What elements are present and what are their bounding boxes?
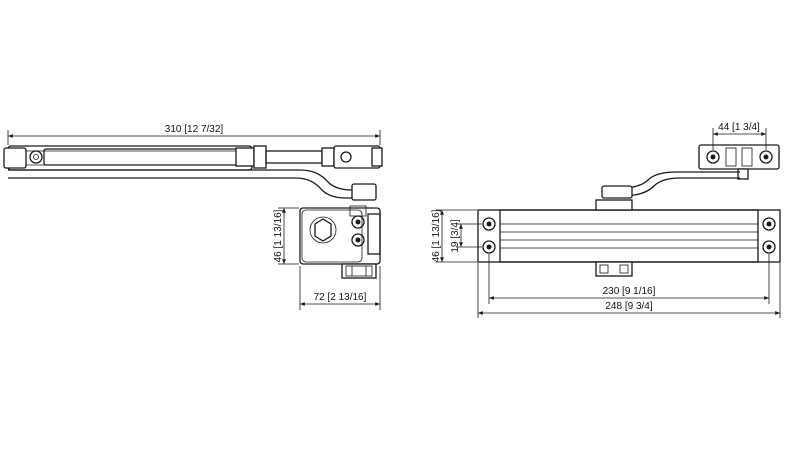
overall-length-label: 248 [9 3/4] — [605, 301, 652, 312]
dimension-bracket-holes: 44 [1 3/4] — [712, 122, 767, 150]
dimension-body-length: 230 [9 1/16] — [488, 254, 770, 304]
dimension-side-height: 46 [1 13/16] — [273, 207, 299, 265]
arm-joint — [321, 147, 335, 167]
arm-shaft-connector — [351, 183, 377, 201]
left-screw-bottom — [482, 240, 496, 254]
hole-spacing-label: 19 [3/4] — [450, 219, 461, 253]
arm-sleeve — [235, 147, 255, 167]
arm-pivot-screw — [29, 150, 43, 164]
front-height-label: 46 [1 13/16] — [431, 209, 442, 262]
front-elevation-view — [477, 144, 781, 277]
valve-block — [341, 263, 377, 279]
front-arm-hub — [601, 185, 633, 199]
front-valve — [595, 261, 633, 277]
left-screw-top — [482, 217, 496, 231]
closer-body — [477, 209, 781, 263]
bracket-hole-right — [759, 150, 773, 164]
arm-adjuster-nut — [253, 145, 267, 169]
dimension-front-height: 46 [1 13/16] — [431, 209, 477, 262]
dimension-overall-length: 248 [9 3/4] — [477, 263, 781, 318]
front-spindle — [595, 199, 633, 211]
dimension-arm-length: 310 [12 7/32] — [7, 124, 381, 145]
side-height-label: 46 [1 13/16] — [273, 209, 284, 262]
right-screw-bottom — [762, 240, 776, 254]
dimension-hole-spacing: 19 [3/4] — [450, 219, 482, 253]
arm-end-pivot — [3, 147, 27, 169]
bracket-hole-left — [706, 150, 720, 164]
body-length-label: 230 [9 1/16] — [603, 286, 656, 297]
arm-rod — [265, 150, 323, 164]
closer-body-end-view — [299, 205, 381, 279]
end-screw-bottom — [351, 233, 365, 247]
hex-spindle — [314, 218, 332, 242]
side-width-label: 72 [2 13/16] — [314, 292, 367, 303]
right-screw-top — [762, 217, 776, 231]
lower-arm — [8, 169, 372, 191]
dimension-side-width: 72 [2 13/16] — [299, 266, 381, 310]
arm-assembly-view — [3, 145, 383, 201]
arm-length-label: 310 [12 7/32] — [165, 124, 224, 135]
bracket-hole-spacing-label: 44 [1 3/4] — [718, 122, 760, 133]
